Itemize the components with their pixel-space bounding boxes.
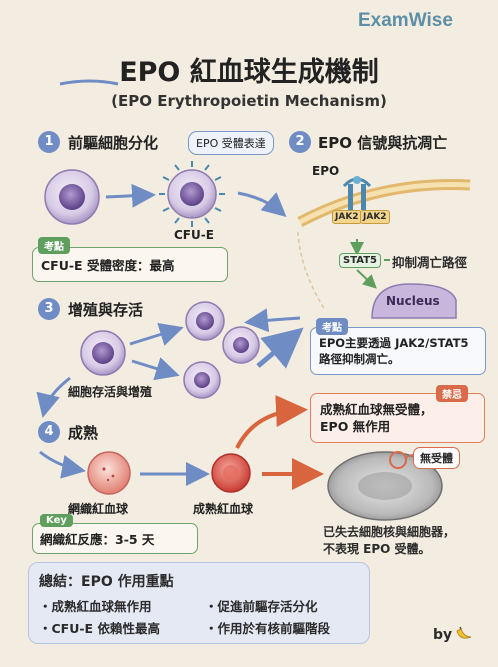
summary-box: 總結：EPO 作用重點 ・成熟紅血球無作用 ・促進前驅存活分化 ・CFU-E 依… [28,562,370,644]
note-jak2-line2: 路徑抑制凋亡。 [319,352,400,366]
section-3-title: 增殖與存活 [68,301,144,319]
brand-logo: ExamWise [358,10,453,31]
epo-expression-pill: EPO 受體表達 [188,131,274,155]
proliferating-cell-1 [80,330,126,376]
section-4-number: 4 [38,421,60,443]
no-receptor-badge: 無受體 [413,447,460,469]
forbidden-tag: 禁忌 [436,385,468,402]
proliferating-cell-2 [185,301,225,341]
banana-icon [454,625,474,647]
note-jak2-stat5: EPO主要透過 JAK2/STAT5 路徑抑制凋亡。 [310,327,486,375]
progenitor-cell [44,169,100,225]
section-2-title: EPO 信號與抗凋亡 [318,134,448,152]
mature-rbc-gray [327,451,443,521]
proliferating-cell-3 [222,326,260,364]
epo-ligand-label: EPO [312,164,340,178]
forbidden-box: 成熟紅血球無受體， EPO 無作用 [310,393,485,443]
jak2-left-badge: JAK2 [332,210,362,224]
mature-rbc-label: 成熟紅血球 [193,502,254,516]
note-cfu-e-text: CFU-E 受體密度：最高 [41,258,175,273]
section-1-title: 前驅細胞分化 [68,134,159,152]
note-reticulocyte-tag: Key [40,514,73,527]
note-reticulocyte-response: 網織紅反應：3-5 天 [32,523,198,554]
reticulocyte-label: 網織紅血球 [68,502,129,516]
section-3-number: 3 [38,298,60,320]
summary-title: 總結：EPO 作用重點 [39,574,174,590]
note-jak2-line1: EPO主要透過 JAK2/STAT5 [319,336,469,350]
section-4-title: 成熟 [68,424,99,442]
nucleus-label: Nucleus [386,294,440,308]
reticulocyte-cell [87,451,131,495]
title-underline [59,79,119,86]
stat5-badge: STAT5 [339,253,381,268]
section-1-number: 1 [38,131,60,153]
summary-item-2: ・促進前驅存活分化 [205,599,318,614]
summary-item-1: ・成熟紅血球無作用 [39,599,152,614]
nucleus-shape [371,283,457,319]
note-reticulocyte-text: 網織紅反應：3-5 天 [40,532,155,547]
survival-label: 細胞存活與增殖 [68,385,153,399]
cfu-e-cell [159,161,225,227]
summary-item-4: ・作用於有核前驅階段 [205,621,331,636]
section-2-number: 2 [289,131,311,153]
by-label: by [433,627,453,643]
proliferating-cell-4 [183,361,221,399]
jak2-right-badge: JAK2 [360,210,390,224]
lost-organelles-text: 已失去細胞核與細胞器， 不表現 EPO 受體。 [323,524,455,558]
stat5-pathway-label: 抑制凋亡路徑 [392,255,468,270]
forbidden-line1: 成熟紅血球無受體， [320,402,433,417]
epo-receptor [342,176,372,210]
summary-item-3: ・CFU-E 依賴性最高 [39,621,160,636]
mature-rbc-cell [211,453,251,493]
lost-line1: 已失去細胞核與細胞器， [323,525,456,539]
page-title: EPO 紅血球生成機制 [119,57,379,88]
lost-line2: 不表現 EPO 受體。 [323,542,431,556]
cytoplasm-edge [297,231,326,311]
cfu-e-label: CFU-E [174,228,214,242]
forbidden-line2: EPO 無作用 [320,419,391,434]
note-jak2-tag: 考點 [316,318,348,335]
page-subtitle: (EPO Erythropoietin Mechanism) [111,92,387,110]
note-cfu-e-tag: 考點 [38,237,70,254]
